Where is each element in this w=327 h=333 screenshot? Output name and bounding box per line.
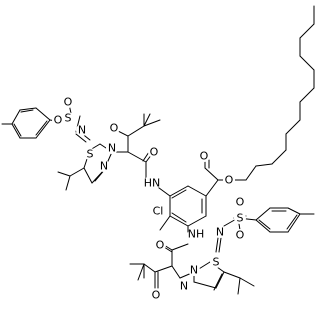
atom-o-ketone-upper: O	[108, 122, 120, 135]
atom-n-imine-lower: N	[214, 226, 226, 239]
svg-text:O: O	[150, 146, 159, 159]
atom-n-ring-upper: N	[106, 142, 118, 155]
svg-text:N: N	[100, 160, 108, 173]
atom-o-ester-carbonyl: O	[198, 150, 210, 163]
svg-text:S: S	[213, 256, 220, 269]
atom-s-sulfonyl-upper: S	[62, 112, 74, 125]
atom-n-imine-upper: N	[76, 124, 88, 137]
svg-text:NH: NH	[188, 228, 205, 241]
bond-lines	[1, 5, 315, 295]
atom-labels: O S O O N N N S	[52, 96, 246, 302]
atom-o-sulfonyl-upper-b: O	[52, 114, 64, 127]
atom-n-ring-lower: N	[188, 264, 200, 277]
svg-text:S: S	[237, 212, 244, 225]
svg-text:S: S	[65, 112, 72, 125]
svg-text:O: O	[225, 174, 234, 187]
svg-text:O: O	[110, 122, 119, 135]
svg-text:Cl: Cl	[153, 205, 164, 218]
svg-text:S: S	[87, 148, 94, 161]
svg-text:O: O	[54, 114, 63, 127]
atom-o-amide-upper: O	[148, 146, 160, 159]
svg-text:N: N	[180, 280, 188, 293]
svg-text:N: N	[190, 264, 198, 277]
atom-s-ring-upper: S	[84, 148, 96, 161]
atom-o-sulfonyl-upper-a: O	[62, 96, 74, 109]
svg-text:N: N	[216, 226, 224, 239]
atom-o-amide-lower: O	[154, 239, 166, 252]
svg-text:O: O	[156, 239, 165, 252]
atom-s-ring-lower: S	[210, 256, 222, 269]
atom-o-ester-link: O	[223, 174, 235, 187]
atom-o-sulfonyl-lower-b: O	[234, 196, 246, 209]
atom-o-sulfonyl-lower-a: O	[234, 229, 246, 242]
atom-chlorine: Cl	[151, 204, 165, 218]
svg-text:N: N	[78, 124, 86, 137]
atom-n-ring-lower-b: N	[178, 280, 190, 293]
atom-hn-amide-upper: HN	[144, 175, 161, 191]
svg-text:O: O	[152, 289, 161, 302]
svg-text:HN: HN	[144, 177, 161, 190]
svg-text:N: N	[108, 142, 116, 155]
atom-s-sulfonyl-lower: S	[234, 212, 246, 225]
svg-text:O: O	[236, 196, 245, 209]
atom-n-ring-upper-b: N	[98, 160, 110, 173]
svg-text:O: O	[200, 150, 209, 163]
atom-nh-amide-lower: NH	[188, 226, 205, 242]
svg-text:O: O	[236, 229, 245, 242]
atom-o-ketone-lower: O	[150, 289, 162, 302]
svg-text:O: O	[64, 96, 73, 109]
